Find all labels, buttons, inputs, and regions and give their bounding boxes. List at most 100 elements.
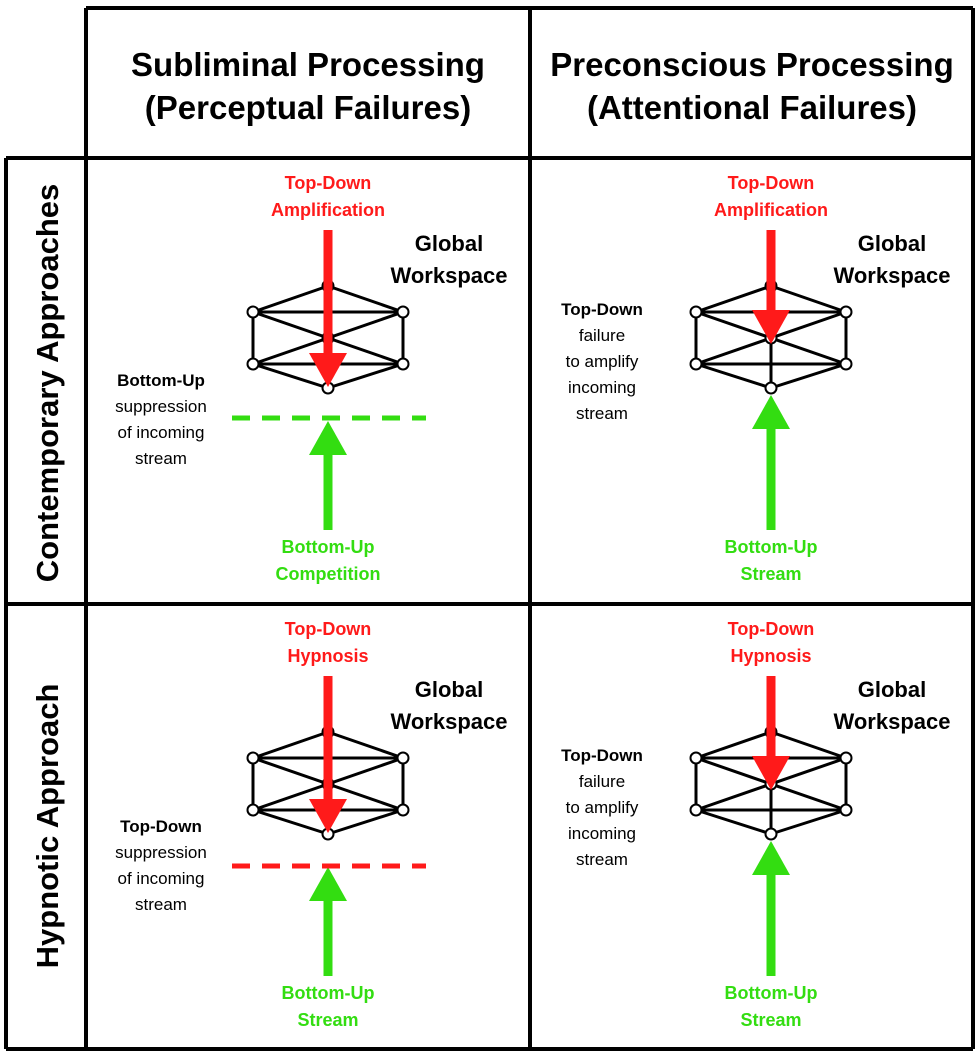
- bottom-up-arrow-shaft: [323, 901, 333, 976]
- bottom-up-label-line1: Bottom-Up: [282, 983, 375, 1003]
- network-edge: [327, 730, 404, 760]
- global-workspace-label-line2: Workspace: [834, 709, 951, 734]
- network-node: [396, 803, 410, 817]
- bottom-up-label-line1: Bottom-Up: [725, 983, 818, 1003]
- global-workspace-label-line2: Workspace: [391, 709, 508, 734]
- bottom-up-arrow-head: [309, 867, 347, 901]
- global-workspace-label-line1: Global: [858, 231, 926, 256]
- bottom-up-label-line1: Bottom-Up: [282, 537, 375, 557]
- bottom-up-arrow-head: [752, 395, 790, 429]
- network-node: [246, 803, 260, 817]
- column-header-preconscious-line1: Preconscious Processing: [550, 46, 954, 83]
- bottom-up-label-line1: Bottom-Up: [725, 537, 818, 557]
- network-edge: [770, 730, 847, 760]
- side-note-bold: Top-Down: [561, 300, 643, 319]
- side-note-bold: Top-Down: [561, 746, 643, 765]
- network-edge: [770, 362, 847, 390]
- side-note-line: suppression: [115, 397, 207, 416]
- side-note-line: suppression: [115, 843, 207, 862]
- top-down-label-line1: Top-Down: [728, 619, 815, 639]
- cell-contemporary-preconscious: Top-DownAmplificationGlobalWorkspaceBott…: [561, 173, 950, 584]
- column-header-subliminal-line2: (Perceptual Failures): [145, 89, 471, 126]
- network-edge: [770, 284, 847, 314]
- top-down-label-line2: Hypnosis: [287, 646, 368, 666]
- top-down-arrow-head: [309, 353, 347, 387]
- row-header-hypnotic: Hypnotic Approach: [30, 684, 65, 969]
- network-node: [396, 751, 410, 765]
- side-note-bold: Bottom-Up: [117, 371, 205, 390]
- network-node: [764, 827, 778, 841]
- bottom-up-arrow-shaft: [766, 875, 776, 976]
- network-edge: [327, 808, 404, 836]
- side-note-bold: Top-Down: [120, 817, 202, 836]
- top-down-arrow-shaft: [323, 676, 333, 799]
- network-edge: [252, 808, 329, 836]
- network-node: [764, 381, 778, 395]
- network-edge: [327, 284, 404, 314]
- top-down-label-line2: Amplification: [271, 200, 385, 220]
- top-down-label-line2: Hypnosis: [730, 646, 811, 666]
- bottom-up-arrow-head: [309, 421, 347, 455]
- top-down-arrow-head: [309, 799, 347, 833]
- network-node: [689, 357, 703, 371]
- top-down-label-line1: Top-Down: [285, 619, 372, 639]
- global-workspace-label-line2: Workspace: [834, 263, 951, 288]
- cell-contemporary-subliminal: Top-DownAmplificationGlobalWorkspaceBott…: [115, 173, 507, 584]
- grid-lines: [4, 6, 975, 1051]
- top-down-arrow-shaft: [766, 676, 776, 756]
- top-down-label-line2: Amplification: [714, 200, 828, 220]
- network-node: [396, 357, 410, 371]
- side-note-line: stream: [576, 404, 628, 423]
- network-edge: [695, 808, 772, 836]
- bottom-up-label-line2: Stream: [297, 1010, 358, 1030]
- network-node: [839, 751, 853, 765]
- network-edge: [770, 808, 847, 836]
- top-down-arrow-head: [752, 756, 790, 790]
- network-edge: [695, 730, 772, 760]
- network-node: [839, 357, 853, 371]
- network-edge: [695, 362, 772, 390]
- side-note-line: failure: [579, 772, 625, 791]
- side-note-line: of incoming: [118, 423, 205, 442]
- network-node: [839, 803, 853, 817]
- network-edge: [327, 362, 404, 390]
- diagram-cells: Top-DownAmplificationGlobalWorkspaceBott…: [115, 173, 950, 1030]
- side-note-line: stream: [576, 850, 628, 869]
- side-note-line: stream: [135, 449, 187, 468]
- network-edge: [252, 730, 329, 760]
- side-note-line: to amplify: [566, 798, 639, 817]
- network-edge: [695, 284, 772, 314]
- side-note-line: failure: [579, 326, 625, 345]
- network-node: [689, 803, 703, 817]
- side-note-line: of incoming: [118, 869, 205, 888]
- top-down-label-line1: Top-Down: [285, 173, 372, 193]
- global-workspace-label-line1: Global: [858, 677, 926, 702]
- global-workspace-label-line1: Global: [415, 677, 483, 702]
- bottom-up-label-line2: Stream: [740, 1010, 801, 1030]
- network-node: [246, 357, 260, 371]
- column-header-subliminal-line1: Subliminal Processing: [131, 46, 485, 83]
- global-workspace-label-line2: Workspace: [391, 263, 508, 288]
- network-edge: [252, 362, 329, 390]
- top-down-label-line1: Top-Down: [728, 173, 815, 193]
- side-note-line: incoming: [568, 378, 636, 397]
- bottom-up-arrow-shaft: [766, 429, 776, 530]
- network-node: [246, 751, 260, 765]
- network-edge: [252, 284, 329, 314]
- network-node: [396, 305, 410, 319]
- network-node: [689, 305, 703, 319]
- cell-hypnotic-subliminal: Top-DownHypnosisGlobalWorkspaceBottom-Up…: [115, 619, 507, 1030]
- top-down-arrow-shaft: [766, 230, 776, 310]
- side-note-line: incoming: [568, 824, 636, 843]
- top-down-arrow-head: [752, 310, 790, 344]
- side-note-line: to amplify: [566, 352, 639, 371]
- network-node: [246, 305, 260, 319]
- global-workspace-label-line1: Global: [415, 231, 483, 256]
- top-down-arrow-shaft: [323, 230, 333, 353]
- network-node: [839, 305, 853, 319]
- network-node: [689, 751, 703, 765]
- bottom-up-arrow-head: [752, 841, 790, 875]
- bottom-up-arrow-shaft: [323, 455, 333, 530]
